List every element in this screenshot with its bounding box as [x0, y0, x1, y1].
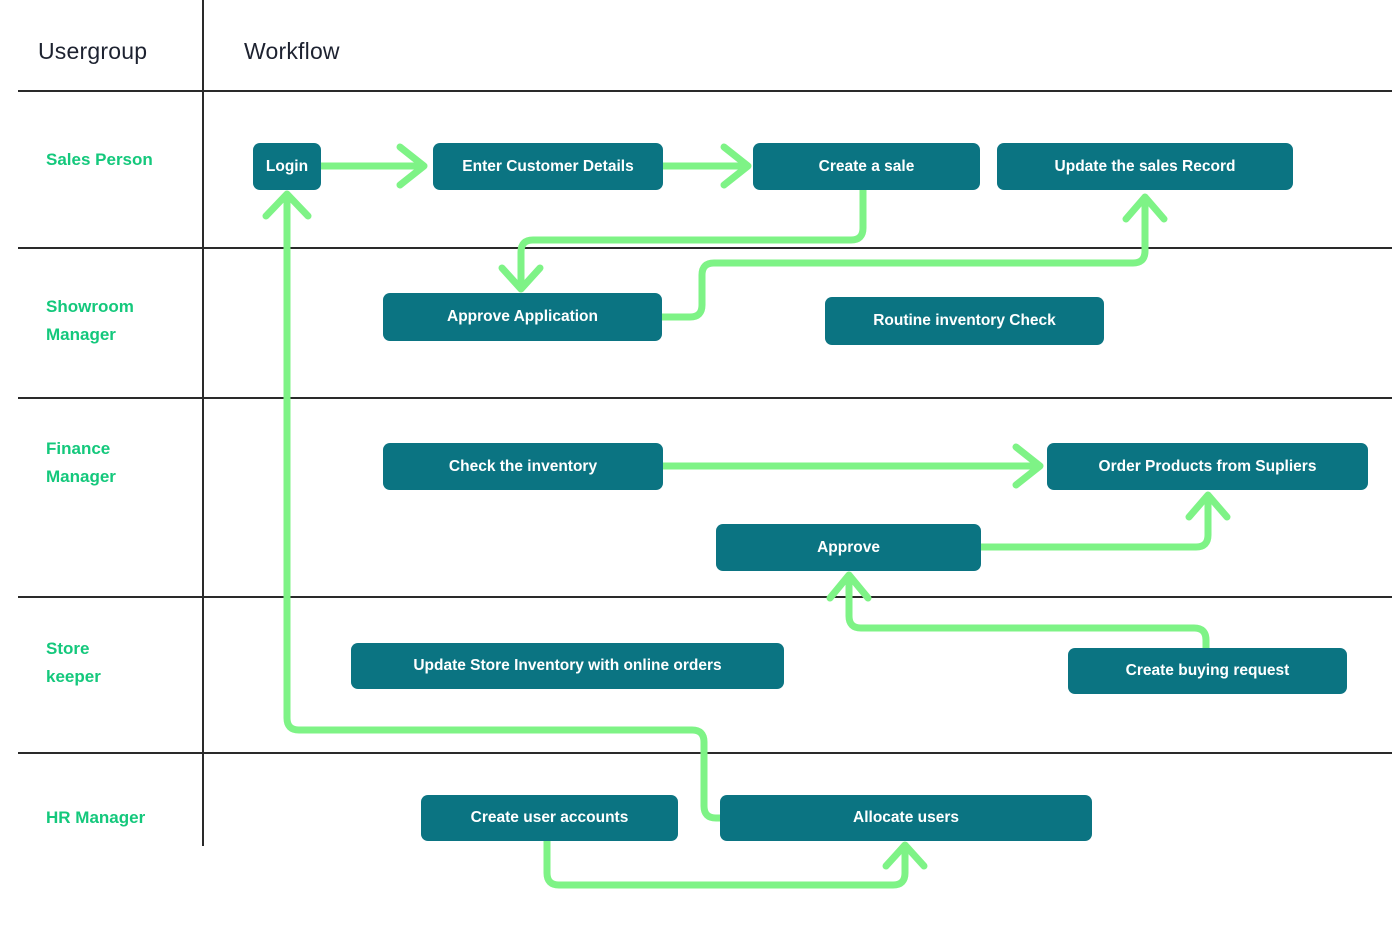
lane-label-sales-person: Sales Person	[46, 146, 153, 174]
arrowhead-up-icon	[262, 190, 312, 220]
arrowhead-right-icon	[396, 143, 428, 189]
lane-divider-header	[18, 90, 1392, 92]
node-update-the-sales-record[interactable]: Update the sales Record	[997, 143, 1293, 190]
lane-label-showroom-manager: Showroom Manager	[46, 293, 134, 349]
lane-label-line: keeper	[46, 667, 101, 686]
lane-divider-sales-showroom	[18, 247, 1392, 249]
node-routine-inventory-check[interactable]: Routine inventory Check	[825, 297, 1104, 345]
lane-label-finance-manager: Finance Manager	[46, 435, 116, 491]
node-create-a-sale[interactable]: Create a sale	[753, 143, 980, 190]
connector-approve-to-order-products	[977, 493, 1212, 551]
lane-label-line: Store	[46, 639, 90, 658]
lane-label-line: Finance	[46, 439, 111, 458]
arrowhead-up-icon	[1185, 491, 1231, 521]
lane-divider-showroom-finance	[18, 397, 1392, 399]
lane-divider-finance-store	[18, 596, 1392, 598]
connector-create-a-sale-to-approve-application	[517, 186, 867, 290]
lane-label-line: HR Manager	[46, 808, 146, 827]
node-check-the-inventory[interactable]: Check the inventory	[383, 443, 663, 490]
arrowhead-up-icon	[1122, 193, 1168, 223]
lane-divider-store-hr	[18, 752, 1392, 754]
node-approve[interactable]: Approve	[716, 524, 981, 571]
arrowhead-down-icon	[498, 264, 544, 293]
lane-label-line: Manager	[46, 467, 116, 486]
node-update-store-inventory[interactable]: Update Store Inventory with online order…	[351, 643, 784, 689]
lane-label-store-keeper: Store keeper	[46, 635, 101, 691]
lane-label-line: Manager	[46, 325, 116, 344]
workflow-column-header: Workflow	[244, 38, 340, 64]
connector-create-buying-request-to-approve	[845, 573, 1210, 652]
arrowhead-up-icon	[826, 571, 872, 602]
usergroup-column-header: Usergroup	[38, 38, 148, 64]
node-order-products-from-supliers[interactable]: Order Products from Supliers	[1047, 443, 1368, 490]
column-divider	[202, 0, 204, 846]
lane-label-line: Sales Person	[46, 150, 153, 169]
connector-allocate-users-to-login	[283, 193, 724, 822]
connector-create-user-accounts-to-allocate-users	[543, 837, 909, 889]
arrowhead-up-icon	[882, 841, 928, 870]
lane-label-line: Showroom	[46, 297, 134, 316]
node-login[interactable]: Login	[253, 143, 321, 190]
node-create-user-accounts[interactable]: Create user accounts	[421, 795, 678, 841]
node-enter-customer-details[interactable]: Enter Customer Details	[433, 143, 663, 190]
arrowhead-right-icon	[720, 143, 752, 189]
node-allocate-users[interactable]: Allocate users	[720, 795, 1092, 841]
node-approve-application[interactable]: Approve Application	[383, 293, 662, 341]
node-create-buying-request[interactable]: Create buying request	[1068, 648, 1347, 694]
arrowhead-right-icon	[1012, 443, 1044, 489]
lane-label-hr-manager: HR Manager	[46, 804, 145, 832]
